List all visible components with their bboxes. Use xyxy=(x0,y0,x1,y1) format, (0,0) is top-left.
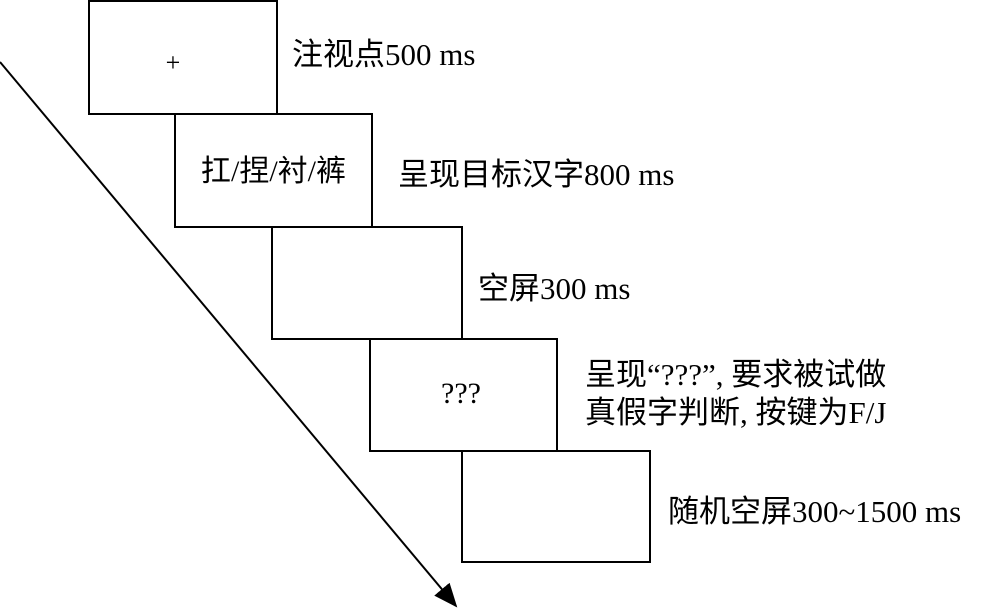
label-blank: 空屏300 ms xyxy=(478,271,631,306)
target-characters: 扛/捏/衬/裤 xyxy=(200,154,346,188)
label-fixation: 注视点500 ms xyxy=(292,37,476,72)
label-question-line1: 呈现“???”, 要求被试做 xyxy=(585,357,887,392)
screen-fixation: + xyxy=(88,0,278,115)
screen-target: 扛/捏/衬/裤 xyxy=(174,113,373,228)
screen-question: ??? xyxy=(369,338,558,452)
label-question-line2: 真假字判断, 按键为F/J xyxy=(585,395,887,430)
screen-random-blank xyxy=(461,450,651,563)
label-random-blank: 随机空屏300~1500 ms xyxy=(668,494,962,529)
label-target: 呈现目标汉字800 ms xyxy=(398,157,675,192)
fixation-cross: + xyxy=(165,47,181,77)
screen-blank xyxy=(271,226,463,340)
question-marks: ??? xyxy=(441,377,481,410)
